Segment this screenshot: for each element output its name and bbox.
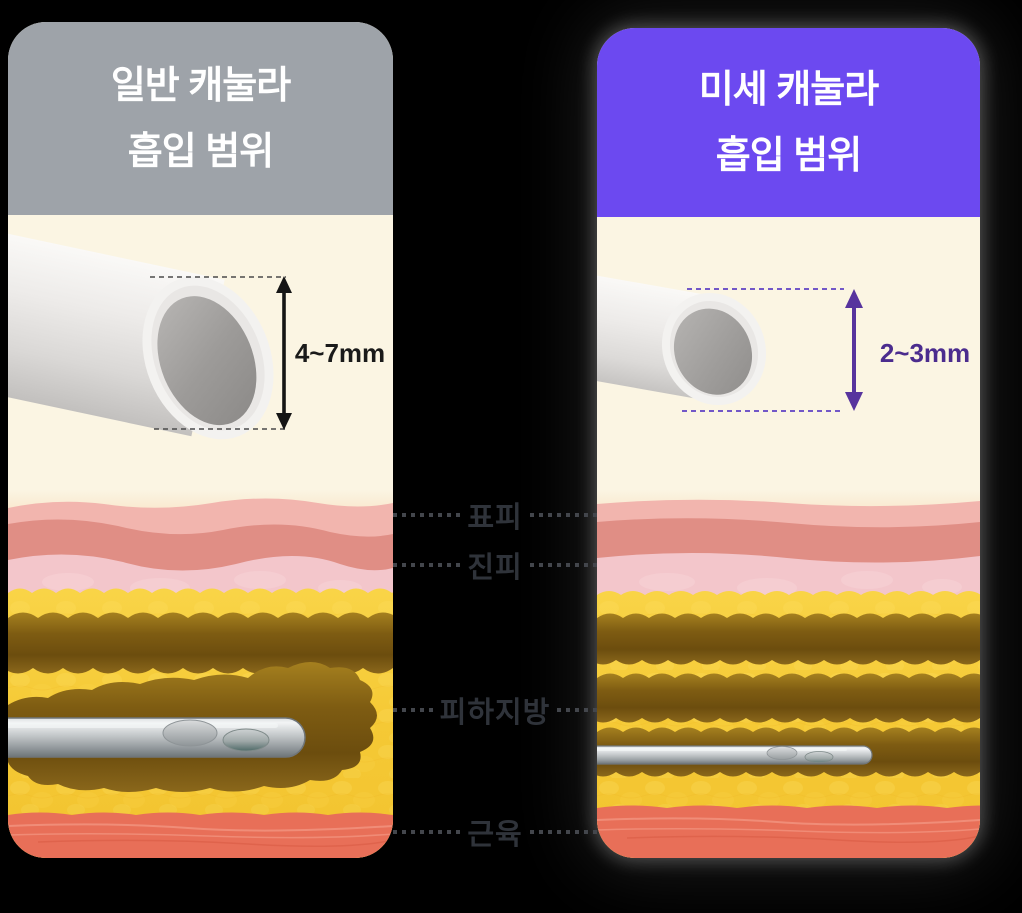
regular-cannula-panel: 일반 캐눌라 흡입 범위: [8, 22, 393, 858]
regular-cannula-in-fat: [8, 717, 306, 758]
regular-cannula-cross-section-illustration: 4~7mm: [8, 215, 385, 440]
cannula-opening: [661, 292, 767, 406]
regular-skin-layers-illustration: [8, 490, 393, 858]
cannula-opening: [142, 276, 274, 440]
muscle-fiber-texture: [8, 823, 393, 847]
micro-cannula-panel: 미세 캐눌라 흡입 범위: [597, 28, 980, 858]
micro-skin-layers-illustration: [597, 490, 980, 858]
leader-dotted-line: [557, 708, 598, 712]
micro-cannula-header: 미세 캐눌라 흡입 범위: [597, 28, 980, 217]
leader-dotted-line: [393, 563, 461, 567]
leader-dotted-line: [529, 563, 597, 567]
muscle-label-row: 근육: [393, 817, 597, 851]
leader-dotted-line: [529, 830, 597, 834]
suction-hole: [766, 746, 798, 760]
subcutaneous-fat-label-row: 피하지방: [393, 695, 598, 729]
regular-cannula-title-line1: 일반 캐눌라: [110, 64, 291, 107]
subcutaneous-fat-label: 피하지방: [439, 697, 551, 729]
dermis-texture: [639, 571, 962, 598]
regular-cannula-header: 일반 캐눌라 흡입 범위: [8, 22, 393, 215]
diameter-dashed-guides: [682, 288, 844, 412]
muscle-label: 근육: [467, 819, 523, 851]
regular-diameter-label: 4~7mm: [295, 338, 385, 368]
leader-dotted-line: [393, 513, 461, 517]
leader-dotted-line: [393, 830, 461, 834]
muscle-fiber-texture: [597, 817, 980, 843]
suctioned-fat-band: [8, 612, 393, 674]
epidermis-label-row: 표피: [393, 500, 597, 534]
micro-cannula-title-line2: 흡입 범위: [715, 134, 862, 177]
epidermis-label: 표피: [467, 502, 523, 534]
cannula-tube-body: [8, 215, 225, 437]
suction-hole: [804, 751, 834, 763]
cannula-tube-body: [597, 217, 724, 401]
micro-cannula-in-fat: [597, 745, 873, 765]
suctioned-fat-band-1: [597, 613, 980, 665]
regular-cannula-title-line2: 흡입 범위: [127, 130, 274, 173]
micro-diameter-label: 2~3mm: [880, 338, 970, 368]
dermis-label-row: 진피: [393, 550, 597, 584]
diameter-dashed-guides: [150, 276, 286, 430]
suction-hole: [222, 728, 270, 752]
micro-cannula-cross-section-illustration: 2~3mm: [597, 217, 970, 412]
leader-dotted-line: [529, 513, 597, 517]
diameter-arrow-icon: [276, 276, 292, 430]
suction-hole: [162, 719, 218, 747]
micro-cannula-title-line1: 미세 캐눌라: [698, 68, 879, 111]
dermis-label: 진피: [467, 552, 523, 584]
diameter-arrow-icon: [845, 289, 863, 411]
suctioned-fat-band-2: [597, 673, 980, 723]
leader-dotted-line: [393, 708, 433, 712]
